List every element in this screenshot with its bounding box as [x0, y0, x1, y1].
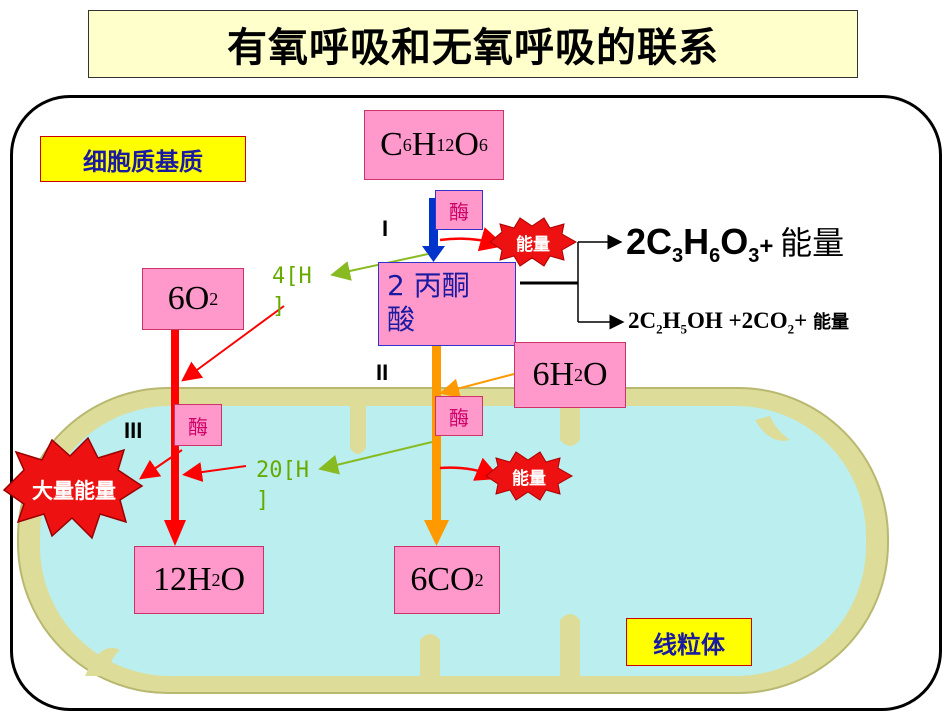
alcohol-product: 2C2H5OH +2CO2+ 能量	[628, 308, 850, 337]
big-energy-text: 大量能量	[32, 479, 116, 503]
hydrogen-arrow-2	[318, 441, 433, 475]
enzyme-label-1: 酶	[435, 190, 483, 230]
hydrogen-label-1: 4[H ]	[272, 264, 312, 319]
energy-arrow-1	[439, 227, 506, 252]
cytoplasm-label: 细胞质基质	[40, 136, 246, 182]
energy-burst-1	[489, 217, 578, 267]
stage-2-label: II	[376, 360, 389, 385]
hydrogen-label-2: 20[H ]	[256, 458, 309, 513]
cell-outline	[10, 95, 942, 711]
energy-text-2: 能量	[512, 468, 546, 489]
page-title: 有氧呼吸和无氧呼吸的联系	[88, 10, 858, 78]
anaerobic-branch	[520, 234, 625, 330]
energy-burst-2	[485, 451, 574, 501]
pyruvate-box: 2 丙酮 酸	[378, 262, 516, 346]
stage-3-label: III	[124, 418, 143, 443]
energy-text-1: 能量	[516, 234, 550, 255]
hydrogen-to-oxygen-arrow-1	[181, 305, 285, 382]
lactic-acid-product: 2C3H6O3+ 能量	[626, 221, 845, 267]
stage-1-label: I	[382, 216, 389, 241]
big-energy-burst	[2, 436, 144, 540]
water-arrow	[439, 373, 515, 399]
energy-arrow-3	[139, 449, 183, 480]
enzyme-label-3: 酶	[174, 404, 222, 446]
enzyme-label-2: 酶	[435, 396, 483, 436]
glycolysis-arrow	[422, 198, 445, 262]
hydrogen-to-oxygen-arrow-2	[182, 462, 247, 482]
mitochondria-label: 线粒体	[626, 618, 752, 666]
